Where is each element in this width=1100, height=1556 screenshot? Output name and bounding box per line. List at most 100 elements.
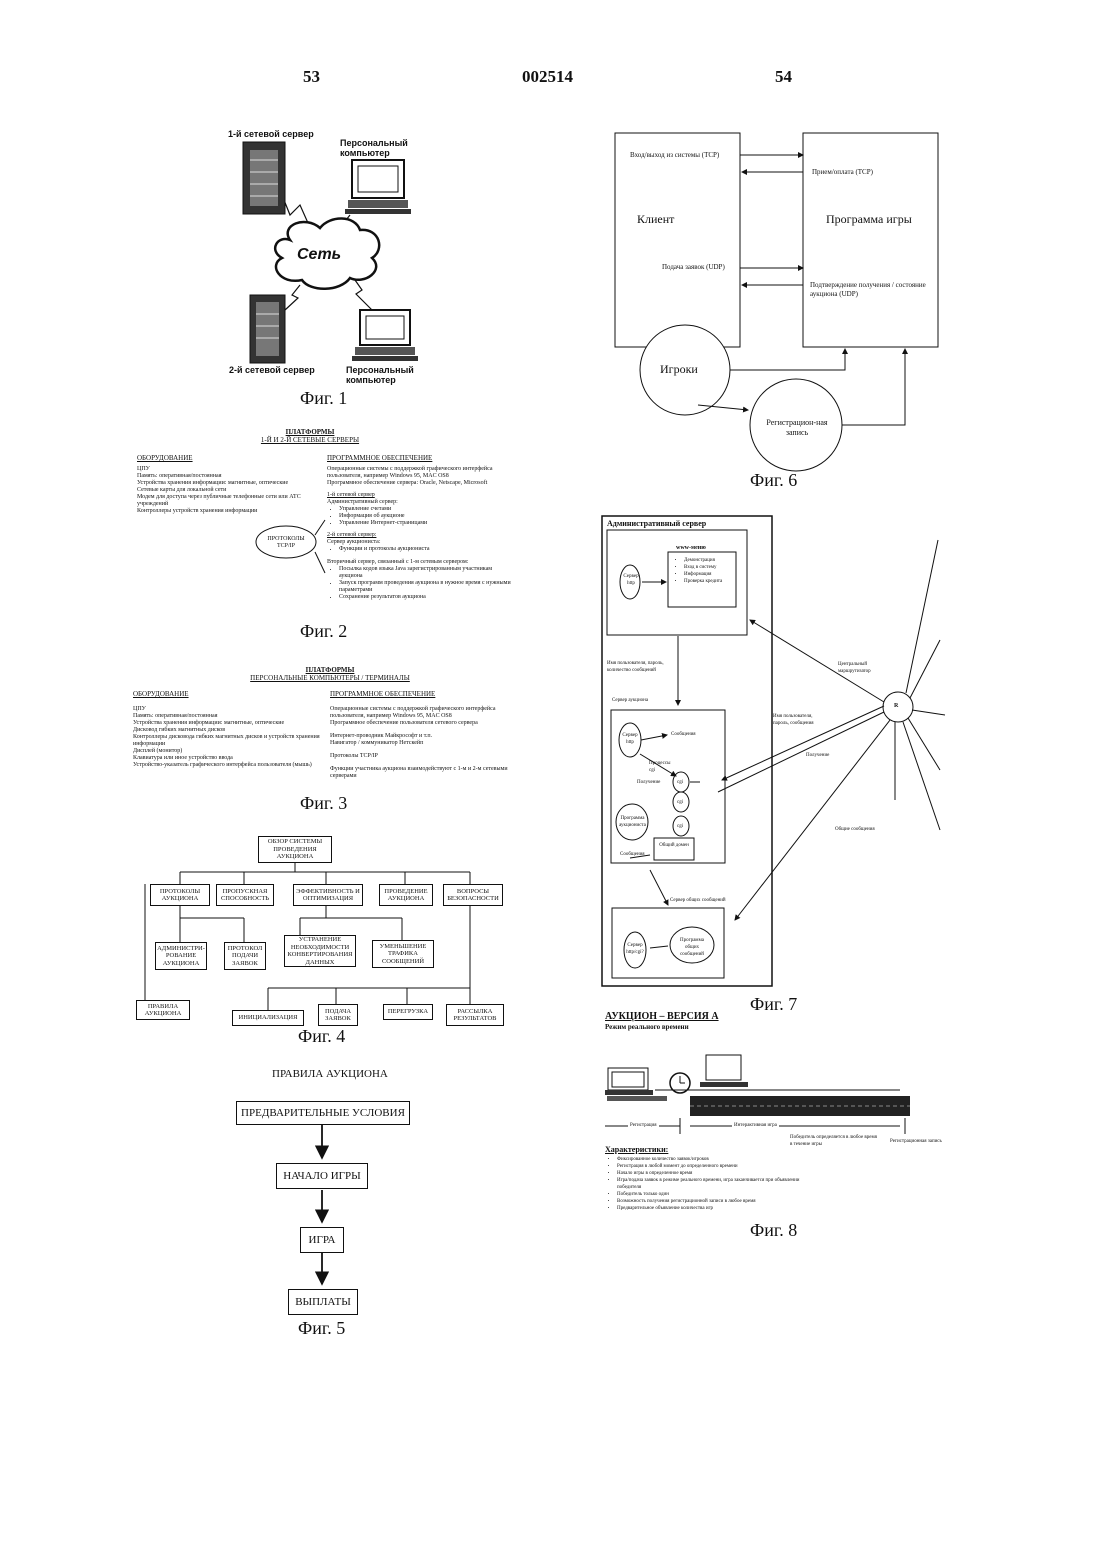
fig6-record: Регистрацион-ная запись: [762, 418, 832, 438]
fig7-admin-server: Административный сервер: [607, 519, 706, 528]
fig8-registration: Регистрация: [628, 1122, 659, 1129]
fig8-features-list: Фиксированное количество заявок/игроков …: [605, 1156, 817, 1212]
fig4-level1-conduct: ПРОВЕДЕНИЕ АУКЦИОНА: [379, 884, 433, 906]
fig4-level1-security: ВОПРОСЫ БЕЗОПАСНОСТИ: [443, 884, 503, 906]
fig4-caption: Фиг. 4: [298, 1026, 345, 1047]
fig7-receive: Получение: [637, 779, 660, 786]
fig5-caption: Фиг. 5: [298, 1318, 345, 1339]
fig2-hw-line: Контроллеры устройств хранения информаци…: [137, 508, 323, 515]
fig7-www-menu: www-меню: [676, 545, 706, 552]
fig3-sw-line: Функции участника аукциона взаимодейству…: [330, 766, 526, 780]
fig5-title: ПРАВИЛА АУКЦИОНА: [272, 1068, 388, 1080]
fig7-mail-prog: Программа общих сообщений: [674, 937, 710, 958]
fig8-feature: Начало игры в определенное время: [617, 1170, 817, 1177]
fig3-hw-line: Устройство-указатель графического интерф…: [133, 762, 326, 769]
fig2-sw-list: Операционные системы с поддержкой графич…: [327, 466, 517, 601]
fig3-hw-line: Устройства хранения информации: магнитны…: [133, 720, 326, 727]
fig7-shared-domain: Общий домен: [656, 842, 692, 849]
fig3-hw-list: ЦПУ Память: оперативная/постоянная Устро…: [133, 706, 326, 769]
fig7-router-label: R: [894, 703, 898, 710]
fig3-hw-line: Память: оперативная/постоянная: [133, 713, 326, 720]
fig7-messages-2: Сообщения: [620, 851, 645, 858]
fig7-menu-list: Демонстрация Вход в систему Информация П…: [672, 557, 744, 585]
fig7-mail-server: Сервер общих сообщений: [670, 897, 726, 904]
fig4-level3-results: РАССЫЛКА РЕЗУЛЬТАТОВ: [446, 1004, 504, 1026]
fig7-auction-server: Сервер аукциона: [612, 697, 648, 704]
fig5-step-preconditions: ПРЕДВАРИТЕЛЬНЫЕ УСЛОВИЯ: [236, 1101, 410, 1125]
fig2-subtitle: 1-Й И 2-Й СЕТЕВЫЕ СЕРВЕРЫ: [240, 436, 380, 444]
fig7-mail-server-box: Сервер http/cgi?: [625, 942, 645, 956]
fig2-hw-heading: ОБОРУДОВАНИЕ: [137, 454, 193, 462]
fig3-hw-line: Дисковод гибких магнитных дисков: [133, 727, 326, 734]
fig4-root: ОБЗОР СИСТЕМЫ ПРОВЕДЕНИЯ АУКЦИОНА: [258, 836, 332, 863]
fig7-menu-item: Демонстрация: [684, 557, 744, 564]
fig1-pc2-label: Персональный компьютер: [346, 365, 426, 385]
fig1-server2-label: 2-й сетевой сервер: [229, 365, 315, 375]
fig2-sw-line: Программное обеспечение сервера: Oracle,…: [327, 480, 517, 487]
fig3-hw-line: ЦПУ: [133, 706, 326, 713]
fig8-title: АУКЦИОН – ВЕРСИЯ А: [605, 1011, 719, 1022]
fig3-caption: Фиг. 3: [300, 793, 347, 814]
fig2-secondary: Вторичный сервер, связанный с 1-м сетевы…: [327, 559, 517, 566]
fig3-hw-line: Дисплей (монитор): [133, 748, 326, 755]
fig4-level2-conversion: УСТРАНЕНИЕ НЕОБХОДИМОСТИ КОНВЕРТИРОВАНИЯ…: [284, 935, 356, 967]
fig7-user-pass-msg: Имя пользователя, пароль, сообщения: [773, 713, 823, 727]
fig2-hw-line: Память: оперативная/постоянная: [137, 473, 323, 480]
fig3-title: ПЛАТФОРМЫ ПЕРСОНАЛЬНЫЕ КОМПЬЮТЕРЫ / ТЕРМ…: [210, 666, 450, 682]
fig2-hw-line: Модем для доступа через публичные телефо…: [137, 494, 323, 508]
fig3-sw-line: Программное обеспечение пользователя сет…: [330, 720, 526, 727]
fig7-menu-item: Вход в систему: [684, 564, 744, 571]
fig8-feature: Победитель только один: [617, 1191, 817, 1198]
fig7-processes: Процессы cgi: [649, 760, 671, 774]
fig3-sw-heading: ПРОГРАММНОЕ ОБЕСПЕЧЕНИЕ: [330, 690, 435, 698]
fig4-rules: ПРАВИЛА АУКЦИОНА: [136, 1000, 190, 1020]
fig3-sw-list: Операционные системы с поддержкой графич…: [330, 706, 526, 780]
fig6-players: Игроки: [660, 362, 698, 377]
fig3-subtitle: ПЕРСОНАЛЬНЫЕ КОМПЬЮТЕРЫ / ТЕРМИНАЛЫ: [210, 674, 450, 682]
fig7-menu-item: Проверка кредита: [684, 578, 744, 585]
fig6-client: Клиент: [637, 212, 674, 227]
fig2-hw-line: Устройства хранения информации: магнитны…: [137, 480, 323, 487]
fig7-http-server-2: Сервер http: [621, 732, 639, 746]
fig6-login: Вход/выход из системы (TCP): [630, 152, 719, 159]
fig8-interactive: Интерактивная игра: [732, 1122, 779, 1129]
fig1-network-label: Сеть: [297, 246, 341, 264]
fig2-title-text: ПЛАТФОРМЫ: [240, 428, 380, 436]
fig4-level3-init: ИНИЦИАЛИЗАЦИЯ: [232, 1010, 304, 1026]
fig6-confirm: Подтверждение получения / состояние аукц…: [810, 281, 930, 299]
fig6-bids: Подача заявок (UDP): [662, 264, 725, 271]
fig8-reg-record: Регистрационная запись: [890, 1138, 942, 1145]
fig4-level2-admin: АДМИНИСТРИ-РОВАНИЕ АУКЦИОНА: [155, 942, 207, 970]
fig4-level2-traffic: УМЕНЬШЕНИЕ ТРАФИКА СООБЩЕНИЙ: [372, 940, 434, 968]
fig2-hw-line: ЦПУ: [137, 466, 323, 473]
fig2-hw-list: ЦПУ Память: оперативная/постоянная Устро…: [137, 466, 323, 515]
fig2-title: ПЛАТФОРМЫ 1-Й И 2-Й СЕТЕВЫЕ СЕРВЕРЫ: [240, 428, 380, 444]
fig7-menu-item: Информация: [684, 571, 744, 578]
fig2-secondary-item: Сохранение результатов аукциона: [339, 594, 517, 601]
fig3-sw-line: Интернет-проводник Майкрософт и т.п.: [330, 733, 526, 740]
fig7-cgi-2: cgi: [677, 799, 683, 806]
fig1-server1-label: 1-й сетевой сервер: [228, 129, 314, 139]
fig2-server1-item: Информация об аукционе: [339, 513, 517, 520]
fig4-level1-efficiency: ЭФФЕКТИВНОСТЬ И ОПТИМИЗАЦИЯ: [293, 884, 363, 906]
fig4-level3-overload: ПЕРЕГРУЗКА: [383, 1004, 433, 1020]
fig4-level1-throughput: ПРОПУСКНАЯ СПОСОБНОСТЬ: [216, 884, 274, 906]
fig7-caption: Фиг. 7: [750, 994, 797, 1015]
fig7-user-info: Имя пользователя, пароль, количество соо…: [607, 660, 675, 674]
fig2-caption: Фиг. 2: [300, 621, 347, 642]
fig2-server2-sub: Сервер аукциониста:: [327, 539, 517, 546]
fig2-sw-heading: ПРОГРАММНОЕ ОБЕСПЕЧЕНИЕ: [327, 454, 432, 462]
fig7-http-server: Сервер http: [622, 573, 640, 587]
fig2-server1-item: Управление счетами: [339, 506, 517, 513]
fig7-cgi-3: cgi: [677, 823, 683, 830]
fig3-sw-line: Протоколы TCP/IP: [330, 753, 526, 760]
fig8-features-heading: Характеристики:: [605, 1145, 668, 1154]
fig3-hw-line: Контроллеры дисковода гибких магнитных д…: [133, 734, 326, 748]
fig7-messages: Сообщения: [671, 731, 696, 738]
fig2-server2-heading: 2-й сетевой сервер:: [327, 532, 517, 539]
fig8-feature: Регистрация в любой момент до определенн…: [617, 1163, 817, 1170]
fig2-sw-line: Операционные системы с поддержкой графич…: [327, 466, 517, 480]
fig5-step-game: ИГРА: [300, 1227, 344, 1253]
fig8-subtitle: Режим реального времени: [605, 1023, 689, 1031]
